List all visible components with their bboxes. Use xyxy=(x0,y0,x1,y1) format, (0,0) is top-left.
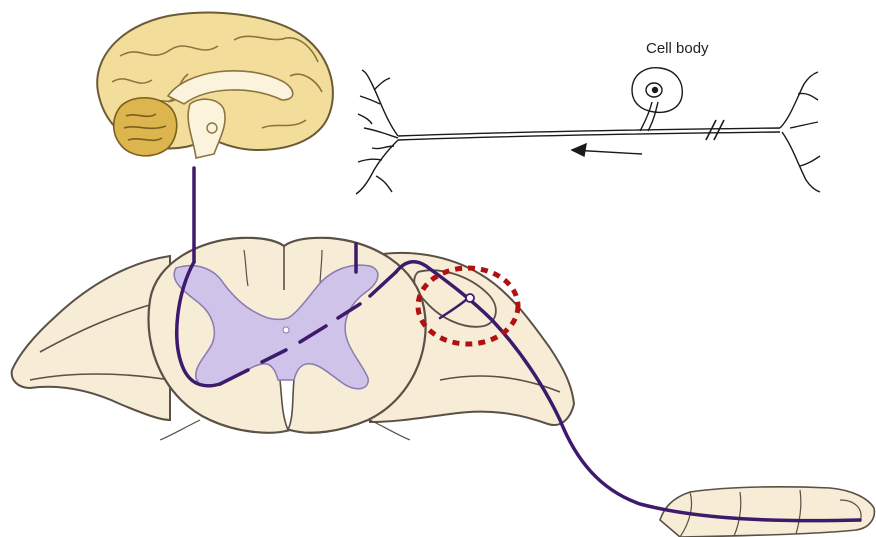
spinal-cord-cross-section xyxy=(12,238,574,440)
cerebellum xyxy=(114,98,177,156)
axon-break-mark xyxy=(706,120,724,140)
neuron-sketch xyxy=(356,68,820,194)
cell-body-stalk xyxy=(640,102,658,131)
brain-illustration xyxy=(97,13,333,158)
left-dendrites xyxy=(356,70,398,194)
cell-body-label: Cell body xyxy=(646,40,709,57)
fingertip xyxy=(660,487,874,537)
arrow-head xyxy=(572,144,586,156)
central-canal xyxy=(283,327,289,333)
ganglion-cell-body xyxy=(466,294,474,302)
left-spinal-nerve xyxy=(12,256,170,420)
right-dendrites xyxy=(780,72,820,192)
